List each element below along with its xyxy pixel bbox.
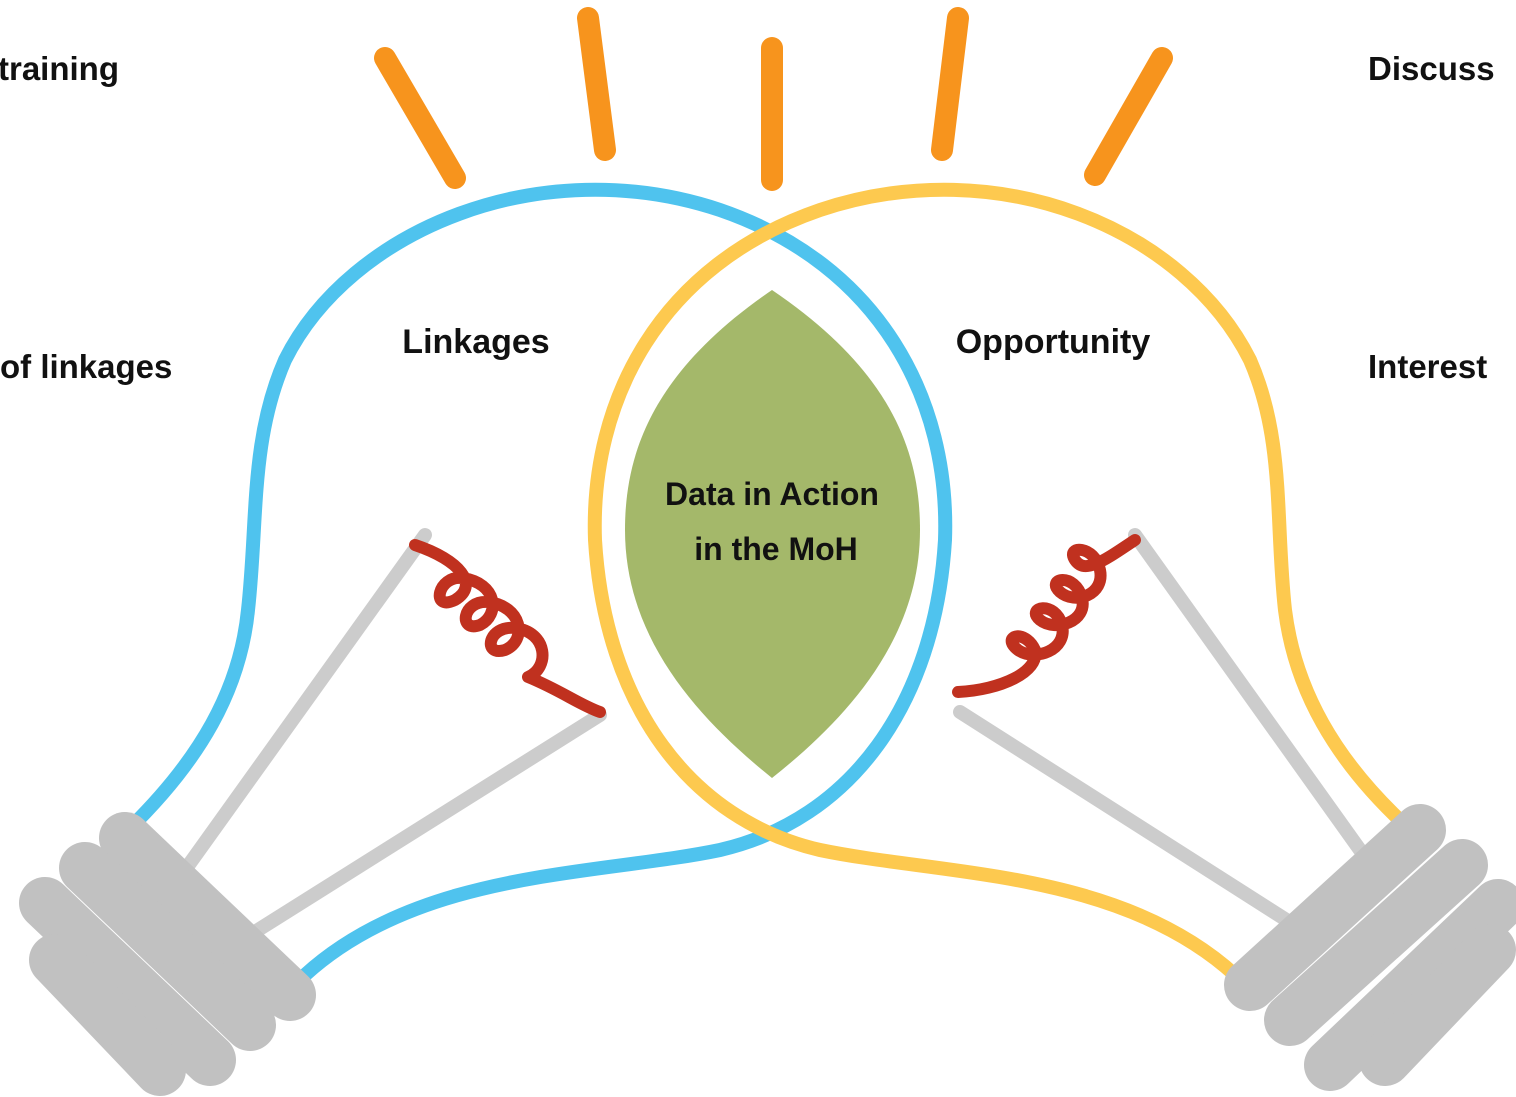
right-bulb-base — [1224, 804, 1516, 1091]
left-bulb-base — [19, 812, 316, 1096]
right-wire-2 — [953, 705, 1317, 942]
left-wire-2 — [243, 708, 607, 942]
left-base-ring-4 — [29, 934, 186, 1096]
overlap-lens — [625, 290, 920, 778]
light-rays — [374, 7, 1173, 191]
right-base-ring-2 — [1264, 839, 1488, 1046]
left-bulb-outline — [121, 182, 953, 982]
left-base-ring-1 — [99, 812, 316, 1021]
label-left-bulb: Linkages — [402, 323, 549, 361]
right-wire-1 — [1128, 528, 1392, 892]
label-right-bulb: Opportunity — [956, 323, 1151, 361]
label-top-right: Discuss — [1368, 50, 1495, 87]
right-wires — [953, 528, 1392, 942]
label-mid-right: Interest — [1368, 348, 1487, 385]
left-filament — [409, 539, 606, 718]
ray-4 — [931, 7, 969, 161]
right-filament — [952, 534, 1141, 698]
ray-5 — [1084, 47, 1173, 186]
ray-2 — [577, 7, 616, 161]
right-base-ring-4 — [1359, 924, 1516, 1086]
label-top-left: training — [0, 50, 119, 87]
label-center-line-1: Data in Action — [665, 476, 879, 512]
left-wire-1 — [153, 528, 432, 912]
left-base-ring-2 — [59, 842, 276, 1051]
right-base-ring-3 — [1304, 879, 1516, 1091]
right-base-ring-1 — [1224, 804, 1446, 1011]
label-mid-left: of linkages — [0, 348, 172, 385]
label-center-line-2: in the MoH — [694, 531, 858, 567]
left-wires — [153, 528, 607, 942]
left-base-ring-3 — [19, 877, 236, 1086]
ray-1 — [374, 47, 466, 189]
right-bulb-outline — [587, 182, 1412, 982]
